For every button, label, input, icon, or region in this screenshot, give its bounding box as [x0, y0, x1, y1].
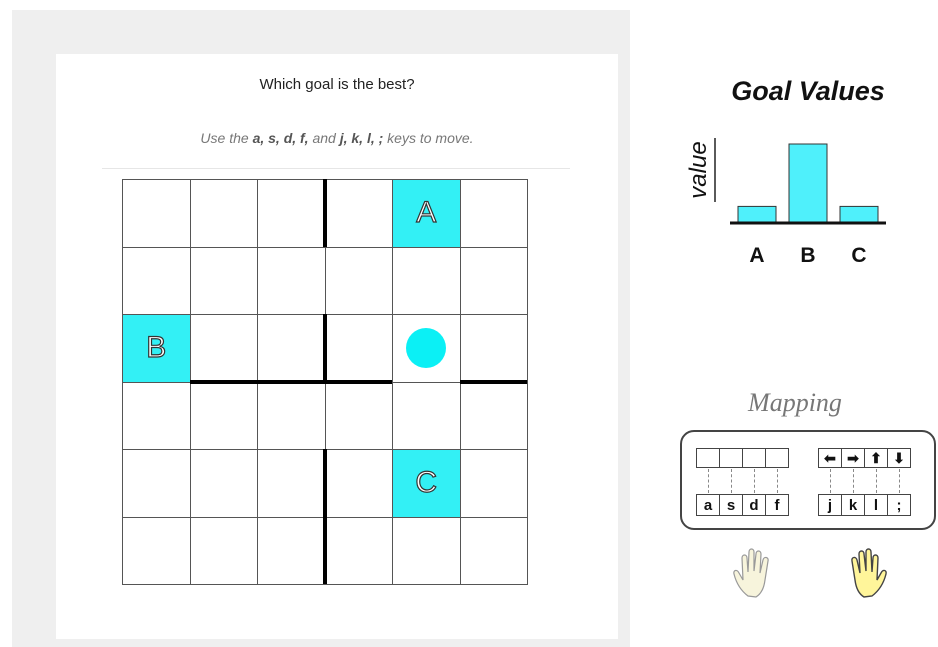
bar-c	[840, 206, 878, 222]
grid-cell	[190, 517, 259, 586]
key-j: j	[818, 494, 842, 516]
grid-cell	[325, 247, 394, 316]
grid-cell	[460, 517, 529, 586]
category-label: C	[851, 244, 866, 267]
goal-label: A	[393, 196, 460, 230]
grid-cell	[257, 517, 326, 586]
bar-b	[789, 144, 827, 222]
goal-label: C	[393, 466, 460, 500]
grid-cell	[460, 449, 529, 518]
right-arrow-icon: ➡	[841, 448, 865, 468]
mapping-connector	[830, 469, 831, 493]
instruction-prefix: Use the	[200, 130, 252, 146]
instruction-suffix: keys to move.	[383, 130, 473, 146]
left-arrow-icon: ⬅	[818, 448, 842, 468]
grid-cell	[190, 179, 259, 248]
empty-action-slot	[765, 448, 789, 468]
key-a: a	[696, 494, 720, 516]
grid-cell	[460, 382, 529, 451]
goal-cell-a: A	[392, 179, 461, 248]
left-hand-icon	[728, 540, 788, 600]
bar-a	[738, 206, 776, 222]
gridworld: A B C	[122, 179, 527, 584]
grid-cell	[257, 449, 326, 518]
grid-cell	[190, 382, 259, 451]
empty-action-slot	[719, 448, 743, 468]
category-label: B	[800, 244, 815, 267]
key-l: l	[864, 494, 888, 516]
key-k: k	[841, 494, 865, 516]
wall-segment	[460, 380, 528, 384]
mapping-connector	[899, 469, 900, 493]
left-keys-text: a, s, d, f,	[253, 130, 309, 146]
key-d: d	[742, 494, 766, 516]
key-semicolon: ;	[887, 494, 911, 516]
grid-cell	[122, 382, 191, 451]
chart-title: Goal Values	[708, 76, 908, 107]
wall-segment	[190, 380, 393, 384]
mapping-connector	[876, 469, 877, 493]
left-action-slots-row	[696, 448, 788, 468]
mapping-connector	[777, 469, 778, 493]
key-s: s	[719, 494, 743, 516]
down-arrow-icon: ⬇	[887, 448, 911, 468]
grid-cell	[257, 247, 326, 316]
grid-cell	[122, 517, 191, 586]
grid-cell	[392, 382, 461, 451]
wall-segment	[323, 449, 327, 584]
mapping-title: Mapping	[700, 388, 890, 418]
grid-cell	[460, 314, 529, 383]
grid-cell	[392, 517, 461, 586]
grid-cell	[325, 382, 394, 451]
grid-cell	[122, 179, 191, 248]
grid-cell	[325, 449, 394, 518]
right-hand-icon	[832, 540, 892, 600]
category-label: A	[749, 244, 764, 267]
grid-cell	[190, 314, 259, 383]
grid-cell	[460, 247, 529, 316]
grid-cell	[392, 247, 461, 316]
grid-cell	[122, 247, 191, 316]
question-text: Which goal is the best?	[56, 76, 618, 93]
grid-cell	[325, 179, 394, 248]
grid-cell	[257, 314, 326, 383]
grid-cell	[257, 382, 326, 451]
grid-cell	[460, 179, 529, 248]
wall-segment	[323, 179, 327, 247]
key-f: f	[765, 494, 789, 516]
goal-cell-b: B	[122, 314, 191, 383]
mapping-connector	[708, 469, 709, 493]
wall-segment	[323, 314, 327, 382]
right-action-slots-row: ⬅➡⬆⬇	[818, 448, 910, 468]
grid-cell	[257, 179, 326, 248]
grid-cell	[190, 449, 259, 518]
mapping-connector	[853, 469, 854, 493]
empty-action-slot	[742, 448, 766, 468]
mapping-connector	[731, 469, 732, 493]
grid-cell	[122, 449, 191, 518]
agent-circle	[406, 328, 446, 368]
goal-label: B	[123, 331, 190, 365]
grid-cell	[325, 314, 394, 383]
instruction-middle: and	[309, 130, 340, 146]
mapping-connector	[754, 469, 755, 493]
grid-cell	[190, 247, 259, 316]
y-axis-label: value	[685, 141, 712, 198]
grid-cell	[325, 517, 394, 586]
right-keys-text: j, k, l, ;	[340, 130, 384, 146]
up-arrow-icon: ⬆	[864, 448, 888, 468]
empty-action-slot	[696, 448, 720, 468]
goal-cell-c: C	[392, 449, 461, 518]
instructions-text: Use the a, s, d, f, and j, k, l, ; keys …	[56, 130, 618, 146]
divider	[102, 168, 570, 169]
